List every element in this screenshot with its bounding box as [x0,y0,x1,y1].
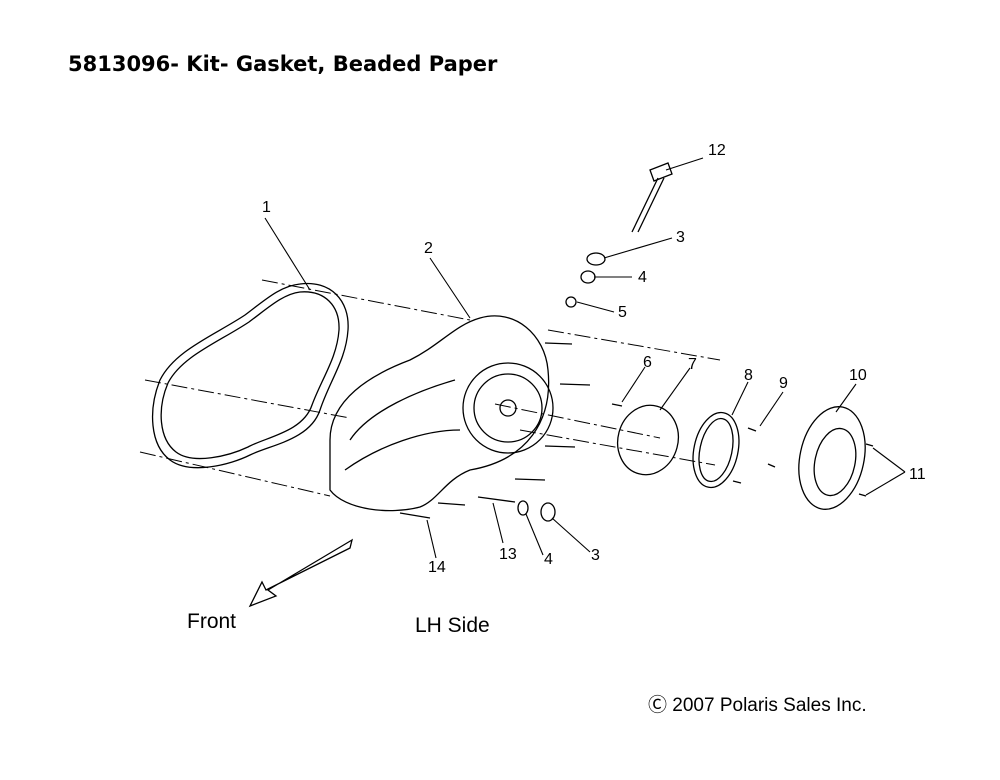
callout-1: 1 [262,199,271,216]
window [616,404,680,476]
copyright-notice: Ⓒ 2007 Polaris Sales Inc. [648,695,867,716]
callout-7: 7 [688,356,697,373]
callout-9: 9 [779,375,788,392]
dipstick [649,162,673,182]
front-label: Front [187,610,237,633]
callout-2: 2 [424,240,433,257]
bolts [399,342,874,519]
callout-3-bottom: 3 [591,547,600,564]
front-arrow [248,538,354,608]
leader-lines [264,157,906,559]
callout-8: 8 [744,367,753,384]
callout-3-top: 3 [676,229,685,246]
derby-cover [798,406,866,510]
callout-12: 12 [708,142,726,159]
callout-13: 13 [499,546,517,563]
callout-14: 14 [428,559,446,576]
side-label: LH Side [415,614,490,637]
cover [329,315,550,512]
gasket [151,282,349,469]
callout-4-top: 4 [638,269,647,286]
callout-5: 5 [618,304,627,321]
callout-10: 10 [849,367,867,384]
callout-4-bottom: 4 [544,551,553,568]
alignment-lines [139,279,721,497]
diagram-title: 5813096- Kit- Gasket, Beaded Paper [68,52,498,76]
callout-11: 11 [909,466,926,483]
callout-6: 6 [643,354,652,371]
trim-ring [692,411,740,489]
